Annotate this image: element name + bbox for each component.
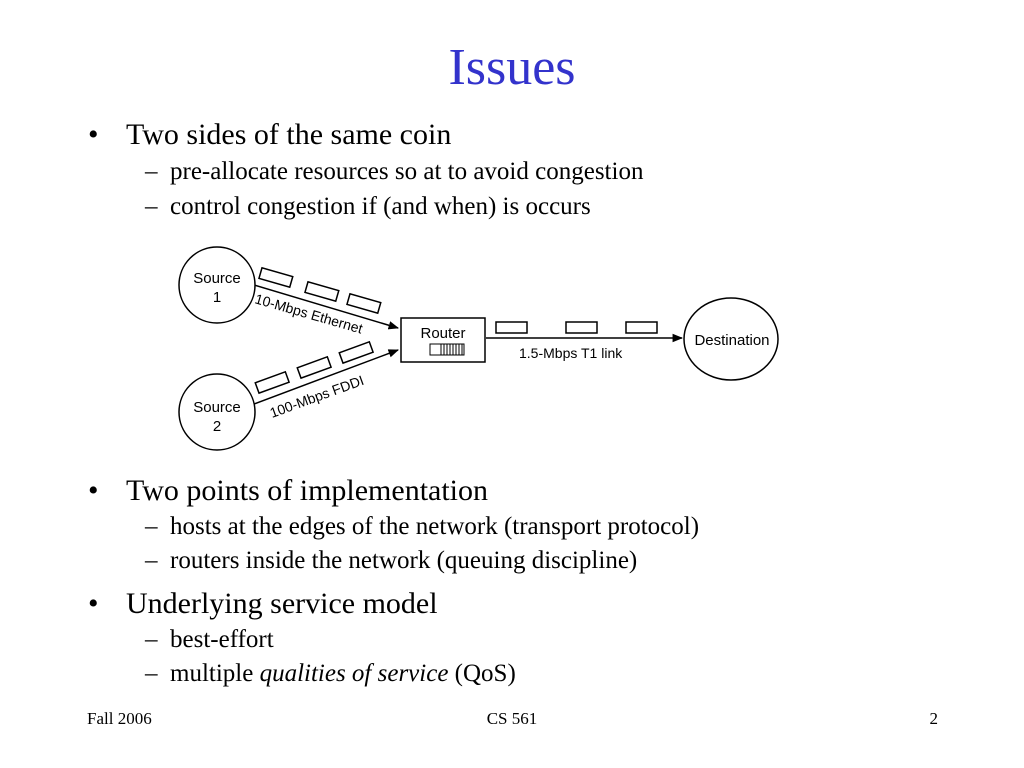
ethernet-link-arrow: [253, 284, 400, 330]
dash-mark: –: [145, 626, 158, 653]
bullet-heading: Two points of implementation: [126, 474, 489, 507]
bullet-mark: •: [88, 474, 99, 507]
footer-page-number: 2: [929, 709, 939, 728]
packet: [296, 355, 333, 380]
packet: [304, 280, 340, 303]
footer-course: CS 561: [486, 709, 538, 728]
fddi-packets: [254, 340, 375, 395]
ethernet-packets: [258, 266, 382, 315]
dash-mark: –: [145, 513, 158, 540]
queue-icon: [429, 343, 465, 356]
sub-bullet-text: hosts at the edges of the network (trans…: [170, 513, 700, 540]
packet: [625, 321, 658, 334]
router-label: Router: [420, 325, 465, 342]
source-2-label: Source: [193, 399, 241, 416]
packet: [346, 292, 382, 315]
sub-bullet-text: multiple qualities of service (QoS): [170, 661, 516, 686]
dash-mark: –: [145, 193, 158, 220]
fddi-link-arrow: [253, 349, 399, 405]
packet: [565, 321, 598, 334]
packet: [254, 370, 291, 395]
packet: [258, 266, 294, 289]
qos-prefix: multiple: [170, 660, 260, 687]
t1-packets: [495, 321, 658, 334]
bullet-mark: •: [88, 587, 99, 620]
destination-node: [683, 297, 779, 381]
slide-title: Issues: [448, 39, 576, 96]
bullet-mark: •: [88, 118, 99, 151]
t1-link-label: 1.5-Mbps T1 link: [519, 345, 623, 361]
packet: [495, 321, 528, 334]
source-2-node: [178, 373, 256, 451]
dash-mark: –: [145, 547, 158, 574]
dash-mark: –: [145, 660, 158, 687]
packet: [338, 340, 375, 365]
source-1-node: [178, 246, 256, 324]
destination-label: Destination: [694, 332, 769, 349]
sub-bullet-text: routers inside the network (queuing disc…: [170, 547, 638, 574]
footer-date: Fall 2006: [87, 709, 152, 728]
sub-bullet-text: best-effort: [170, 626, 274, 653]
qos-suffix: (QoS): [448, 660, 516, 687]
qos-emphasis: qualities of service: [259, 660, 449, 687]
bullet-heading: Underlying service model: [126, 587, 438, 620]
source-1-number: 1: [213, 289, 221, 306]
source-2-number: 2: [213, 418, 221, 435]
sub-bullet-text: control congestion if (and when) is occu…: [170, 193, 591, 220]
source-1-label: Source: [193, 270, 241, 287]
bullet-heading: Two sides of the same coin: [126, 118, 452, 151]
dash-mark: –: [145, 158, 158, 185]
sub-bullet-text: pre-allocate resources so at to avoid co…: [170, 158, 644, 185]
